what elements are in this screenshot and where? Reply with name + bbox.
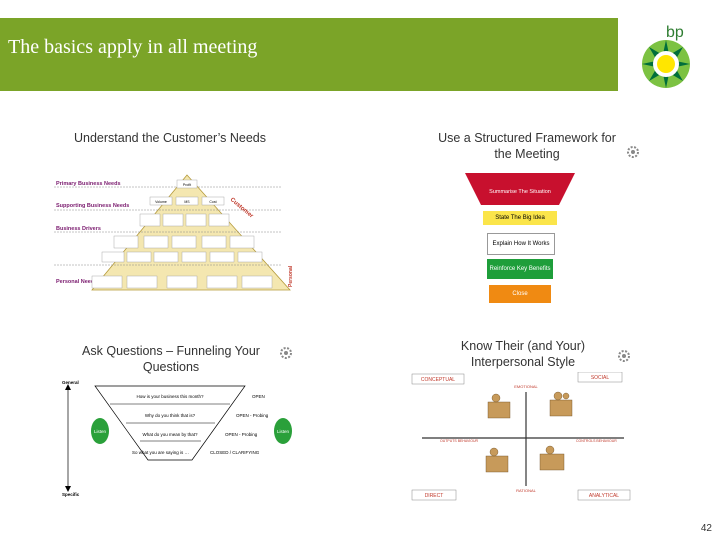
framework-funnel: Summarise The Situation State The Big Id… (465, 173, 575, 308)
svg-text:Profit: Profit (183, 183, 191, 187)
svg-text:Business Drivers: Business Drivers (56, 226, 101, 232)
needs-title: Understand the Customer’s Needs (74, 131, 266, 145)
framework-step-2: State The Big Idea (483, 211, 557, 225)
svg-text:CONTROLS BEHAVIOUR: CONTROLS BEHAVIOUR (576, 439, 617, 443)
interpersonal-style-grid: CONCEPTUAL SOCIAL DIRECT ANALYTICAL EMOT… (411, 372, 631, 501)
svg-text:So what you are saying is …: So what you are saying is … (132, 450, 189, 455)
bp-logo: bp (642, 24, 690, 88)
svg-text:CONCEPTUAL: CONCEPTUAL (421, 377, 455, 383)
svg-text:Listen: Listen (94, 429, 107, 434)
page-title: The basics apply in all meeting (8, 36, 258, 58)
gear-icon (618, 350, 630, 362)
title-banner (0, 18, 618, 91)
svg-text:Supporting Business Needs: Supporting Business Needs (56, 203, 129, 209)
framework-step-4: Reinforce Key Benefits (487, 259, 553, 279)
svg-text:OUTPUTS BEHAVIOUR: OUTPUTS BEHAVIOUR (440, 439, 479, 443)
svg-text:SOCIAL: SOCIAL (591, 375, 610, 381)
needs-pyramid: Primary Business Needs Supporting Busine… (54, 174, 294, 291)
framework-title: Use a Structured Framework for the Meeti… (438, 131, 616, 161)
svg-text:Personal: Personal (288, 265, 294, 287)
svg-text:EMOTIONAL: EMOTIONAL (514, 384, 538, 389)
svg-text:MS: MS (184, 200, 190, 204)
framework-step-3: Explain How It Works (487, 233, 555, 255)
svg-text:General: General (62, 380, 79, 385)
svg-text:OPEN - Probing: OPEN - Probing (225, 432, 258, 437)
svg-text:OPEN - Probing: OPEN - Probing (236, 413, 269, 418)
svg-text:DIRECT: DIRECT (425, 493, 444, 499)
gear-icon (627, 146, 639, 158)
svg-text:What do you mean by that?: What do you mean by that? (142, 432, 198, 437)
svg-text:bp: bp (666, 24, 684, 41)
svg-text:Primary Business Needs: Primary Business Needs (56, 181, 121, 187)
svg-text:Volume: Volume (155, 200, 167, 204)
svg-text:ANALYTICAL: ANALYTICAL (589, 493, 619, 499)
style-title: Know Their (and Your) Interpersonal Styl… (460, 339, 586, 369)
question-funnel: General Specific How is your business th… (62, 380, 292, 497)
svg-text:Summarise The Situation: Summarise The Situation (489, 189, 551, 195)
svg-text:CLOSED / CLARIFYING: CLOSED / CLARIFYING (210, 450, 260, 455)
svg-text:Customer: Customer (229, 197, 255, 220)
framework-step-5: Close (489, 285, 551, 303)
svg-text:Cost: Cost (209, 200, 216, 204)
svg-text:Why do you think that is?: Why do you think that is? (145, 413, 196, 418)
questions-title: Ask Questions – Funneling Your Questions (82, 344, 260, 374)
framework-step-1: Summarise The Situation (465, 173, 575, 205)
svg-text:RATIONAL: RATIONAL (516, 488, 536, 493)
page-number: 42 (700, 523, 712, 534)
svg-text:How is your business this mont: How is your business this month? (136, 394, 204, 399)
svg-text:Specific: Specific (62, 492, 80, 497)
gear-icon (280, 347, 292, 359)
svg-text:Personal Needs: Personal Needs (56, 279, 97, 285)
svg-text:Listen: Listen (277, 429, 290, 434)
svg-text:OPEN: OPEN (252, 394, 265, 399)
